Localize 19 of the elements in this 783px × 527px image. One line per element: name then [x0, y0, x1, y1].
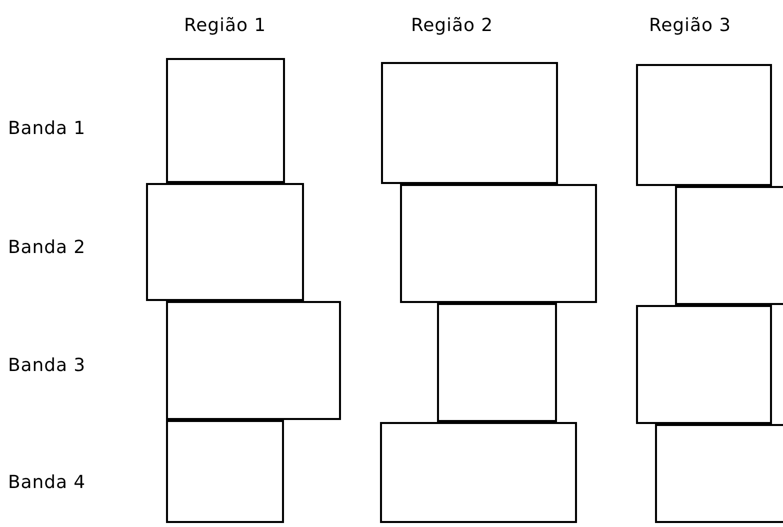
- region-box: [380, 422, 577, 523]
- row-header: Banda 2: [8, 236, 87, 260]
- region-box: [400, 184, 597, 303]
- region-box: [166, 301, 341, 420]
- column-header: Região 3: [648, 14, 732, 38]
- row-header: Banda 4: [8, 471, 87, 495]
- column-header: Região 2: [410, 14, 494, 38]
- region-box: [675, 186, 783, 305]
- row-header: Banda 3: [8, 354, 87, 378]
- region-box: [437, 303, 557, 422]
- region-box: [146, 183, 304, 301]
- region-box: [166, 58, 285, 183]
- region-box: [655, 424, 783, 523]
- region-box: [166, 420, 284, 523]
- region-box: [636, 305, 772, 424]
- region-box: [636, 64, 772, 186]
- region-box: [381, 62, 558, 184]
- row-header: Banda 1: [8, 117, 87, 141]
- column-header: Região 1: [182, 14, 268, 38]
